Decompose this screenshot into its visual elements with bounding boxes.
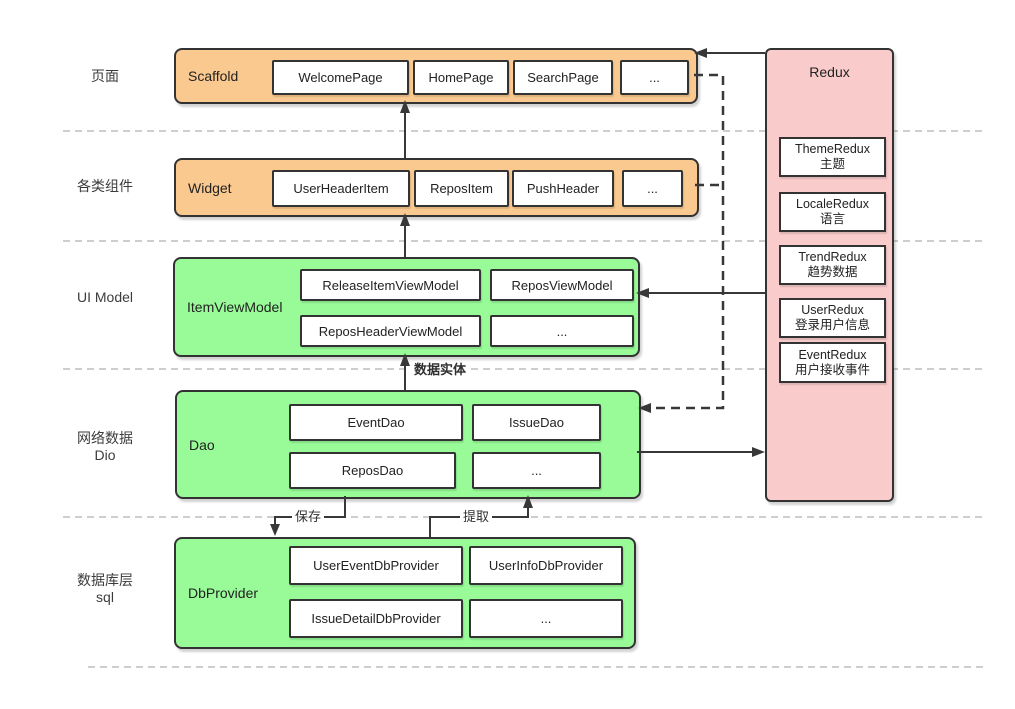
node-push-header: PushHeader: [512, 170, 614, 207]
redux-title: Redux: [809, 64, 850, 80]
scaffold-layer-title: Scaffold: [188, 68, 239, 84]
node-label: ...: [556, 323, 568, 339]
redux-box: Redux ThemeRedux 主题 LocaleRedux 语言 Trend…: [765, 48, 894, 502]
node-release-item-view-model: ReleaseItemViewModel: [300, 269, 481, 301]
redux-item-desc: 语言: [819, 212, 845, 226]
node-label: ...: [531, 463, 542, 478]
node-home-page: HomePage: [413, 60, 509, 95]
node-label: ...: [540, 611, 552, 626]
node-label: WelcomePage: [298, 70, 383, 85]
redux-item-desc: 趋势数据: [807, 265, 858, 279]
node-repos-dao: ReposDao: [289, 452, 456, 489]
node-repos-view-model: ReposViewModel: [490, 269, 634, 301]
redux-item-desc: 登录用户信息: [794, 318, 870, 332]
node-label: IssueDao: [509, 415, 564, 430]
node-user-info-db-provider: UserInfoDbProvider: [469, 546, 623, 585]
node-label: ...: [649, 70, 660, 85]
node-user-header-item: UserHeaderItem: [272, 170, 410, 207]
node-label: UserInfoDbProvider: [488, 558, 604, 573]
node-db-providers-more: ...: [469, 599, 623, 638]
redux-item-desc: 主题: [819, 157, 845, 171]
row-label-widgets: 各类组件: [52, 178, 158, 195]
node-welcome-page: WelcomePage: [272, 60, 409, 95]
node-theme-redux: ThemeRedux 主题: [779, 137, 886, 177]
row-label-text: 各类组件: [77, 178, 133, 194]
edge-label-extract: 提取: [460, 509, 493, 525]
db-provider-layer-title: DbProvider: [188, 585, 259, 601]
redux-item-desc: 用户接收事件: [794, 362, 870, 377]
node-issue-dao: IssueDao: [472, 404, 601, 441]
node-event-redux: EventRedux 用户接收事件: [779, 342, 886, 383]
node-view-models-more: ...: [490, 315, 634, 347]
node-user-redux: UserRedux 登录用户信息: [779, 298, 886, 338]
scaffold-layer-box: Scaffold WelcomePage HomePage SearchPage…: [174, 48, 698, 104]
node-label: SearchPage: [527, 70, 599, 85]
node-label: EventDao: [347, 415, 405, 430]
node-repos-item: ReposItem: [414, 170, 509, 207]
item-view-model-layer-title: ItemViewModel: [187, 299, 283, 315]
redux-item-name: TrendRedux: [798, 250, 867, 264]
node-label: ReposViewModel: [511, 277, 613, 293]
redux-item-name: ThemeRedux: [794, 142, 871, 156]
node-label: IssueDetailDbProvider: [311, 611, 441, 626]
item-view-model-layer-box: ItemViewModel ReleaseItemViewModel Repos…: [173, 257, 640, 357]
node-label: ...: [647, 181, 658, 196]
db-provider-layer-box: DbProvider UserEventDbProvider UserInfoD…: [174, 537, 636, 649]
row-label-text: UI Model: [76, 289, 134, 305]
row-label-text: 网络数据: [77, 430, 133, 446]
node-trend-redux: TrendRedux 趋势数据: [779, 245, 886, 285]
redux-item-name: UserRedux: [801, 303, 864, 317]
node-label: HomePage: [428, 70, 494, 85]
node-label: ReleaseItemViewModel: [322, 277, 459, 293]
node-label: PushHeader: [526, 181, 600, 196]
node-label: ReposHeaderViewModel: [318, 323, 463, 339]
redux-item-name: LocaleRedux: [796, 197, 869, 211]
widget-layer-title: Widget: [188, 179, 232, 196]
node-locale-redux: LocaleRedux 语言: [779, 192, 886, 232]
node-label: UserEventDbProvider: [313, 558, 439, 573]
redux-item-name: EventRedux: [798, 347, 867, 362]
dao-layer-box: Dao EventDao IssueDao ReposDao ...: [175, 390, 641, 499]
row-label-text2: Dio: [94, 447, 116, 463]
node-label: ReposDao: [341, 463, 404, 478]
node-event-dao: EventDao: [289, 404, 463, 441]
node-search-page: SearchPage: [513, 60, 613, 95]
edge-label-data-entity: 数据实体: [411, 362, 470, 378]
edge-label-save: 保存: [292, 509, 325, 525]
node-issue-detail-db-provider: IssueDetailDbProvider: [289, 599, 463, 638]
node-repos-header-view-model: ReposHeaderViewModel: [300, 315, 481, 347]
row-label-text2: sql: [96, 589, 114, 605]
widget-layer-box: Widget UserHeaderItem ReposItem PushHead…: [174, 158, 699, 217]
node-daos-more: ...: [472, 452, 601, 489]
node-label: UserHeaderItem: [293, 181, 389, 196]
dao-layer-title: Dao: [189, 436, 215, 453]
node-user-event-db-provider: UserEventDbProvider: [289, 546, 463, 585]
row-label-text: 页面: [91, 68, 119, 84]
row-label-text: 数据库层: [77, 572, 133, 588]
node-label: ReposItem: [430, 181, 493, 196]
node-pages-more: ...: [620, 60, 689, 95]
row-label-ui-model: UI Model: [52, 289, 158, 306]
node-widgets-more: ...: [622, 170, 683, 207]
row-label-pages: 页面: [52, 68, 158, 85]
